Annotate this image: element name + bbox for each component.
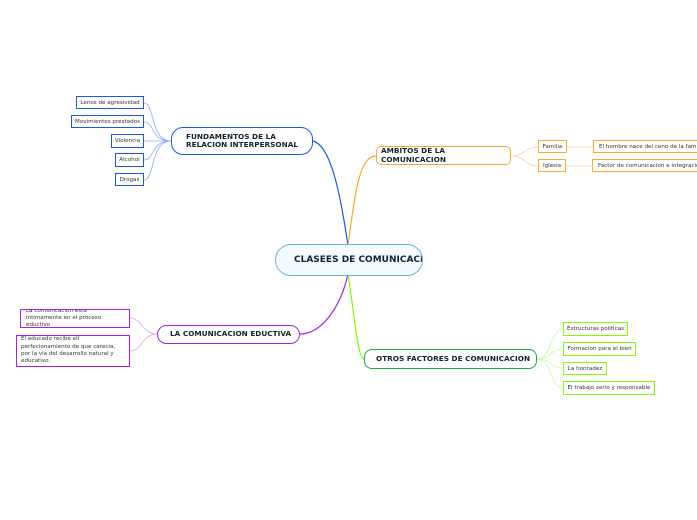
subtopic[interactable]: La comunicacion esta intimamente en el p… bbox=[20, 309, 130, 328]
subtopic[interactable]: Alcohol bbox=[115, 153, 144, 167]
subtopic[interactable]: El trabajo serio y responsable bbox=[563, 381, 655, 395]
topic-eductiva[interactable]: LA COMUNICACION EDUCTIVA bbox=[157, 325, 300, 344]
subtopic-detail[interactable]: Factor de comunicacion e integracio bbox=[592, 159, 697, 172]
subtopic[interactable]: Estructuras politicas bbox=[563, 322, 628, 336]
topic-otros[interactable]: OTROS FACTORES DE COMUNICACION bbox=[364, 349, 537, 369]
subtopic[interactable]: Drogas bbox=[115, 173, 144, 186]
subtopic[interactable]: Formacion para el bien bbox=[563, 342, 636, 356]
subtopic[interactable]: Familia bbox=[538, 140, 567, 153]
subtopic-detail[interactable]: El hombre nace del ceno de la famil bbox=[593, 140, 697, 153]
subtopic[interactable]: Movimientos prestados bbox=[71, 115, 144, 128]
topic-fundamentos[interactable]: FUNDAMENTOS DE LA RELACION INTERPERSONAL bbox=[171, 127, 313, 155]
central-topic[interactable]: CLASEES DE COMUNICACION bbox=[275, 244, 423, 276]
subtopic[interactable]: Violencia bbox=[111, 134, 144, 148]
topic-ambitos[interactable]: AMBITOS DE LA COMUNICACION bbox=[376, 146, 511, 165]
subtopic[interactable]: La honradez bbox=[563, 362, 607, 375]
subtopic[interactable]: Iglesia bbox=[538, 159, 566, 172]
subtopic[interactable]: Lenos de agresividad bbox=[76, 96, 144, 109]
subtopic[interactable]: El educado recibe ell perfecionamiento d… bbox=[16, 335, 130, 367]
